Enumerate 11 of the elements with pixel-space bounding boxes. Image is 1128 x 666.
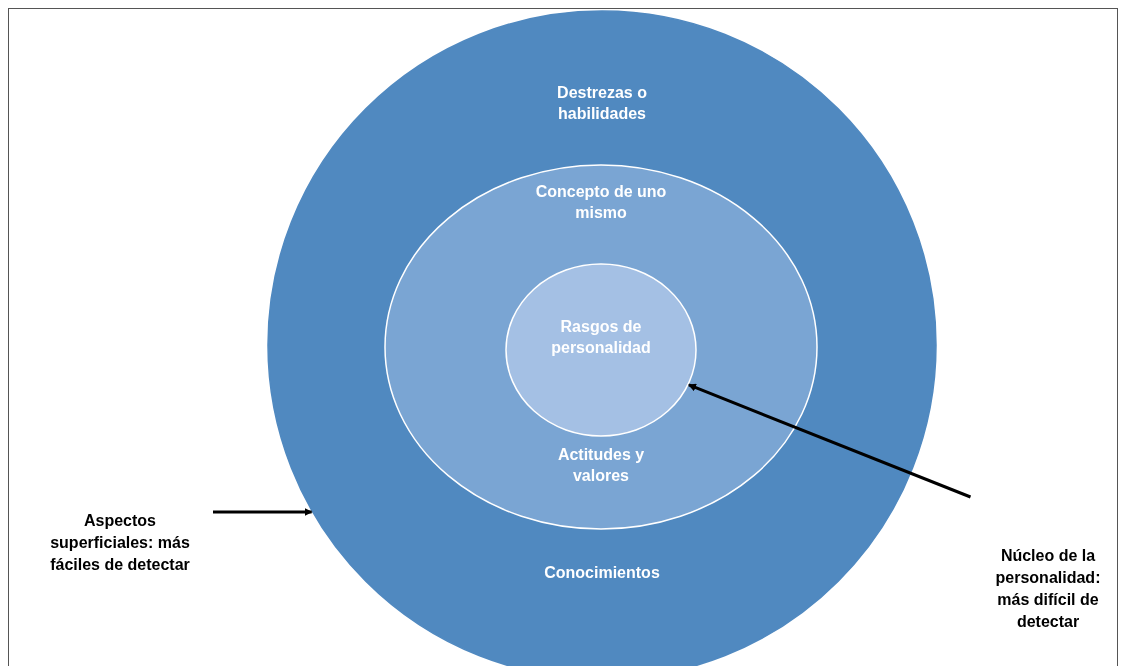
- middle-circle: [384, 164, 818, 530]
- ring-label: Destrezas o habilidades: [556, 83, 648, 124]
- callout-text: Aspectos superficiales: más fáciles de detectar: [45, 510, 195, 576]
- ring-label: Actitudes y valores: [556, 445, 646, 486]
- arrow: [687, 383, 972, 499]
- callout-text: Núcleo de la personalidad: más difícil de detectar: [985, 545, 1111, 633]
- inner-circle: [505, 263, 697, 437]
- ring-label: Conocimientos: [543, 563, 661, 583]
- core-label: Rasgos de personalidad: [550, 317, 652, 358]
- ring-label: Concepto de uno mismo: [534, 182, 668, 223]
- arrow: [213, 508, 313, 516]
